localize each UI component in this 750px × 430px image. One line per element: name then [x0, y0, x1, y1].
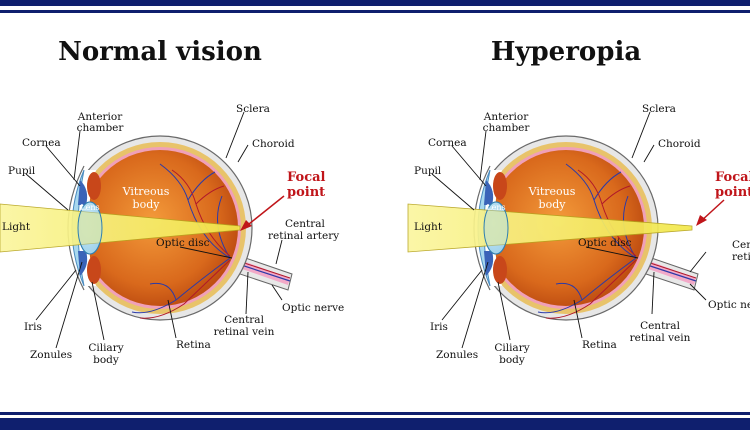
label-pupil: Pupil — [8, 165, 36, 177]
label-ciliary-2: body — [499, 354, 525, 366]
label-optic-disc: Optic disc — [156, 237, 210, 249]
focal-arrow — [243, 195, 285, 229]
label-central-artery-2: retinal artery — [268, 230, 339, 242]
label-central-artery-2: retinal artery — [732, 251, 750, 263]
label-zonules: Zonules — [30, 349, 72, 361]
label-vitreous-1: Vitreous — [528, 185, 576, 198]
light-beam — [0, 203, 241, 253]
label-zonules: Zonules — [436, 349, 478, 361]
label-light: Light — [2, 221, 31, 233]
panel-title: Normal vision — [58, 37, 262, 67]
label-retina: Retina — [176, 339, 211, 351]
label-choroid: Choroid — [252, 138, 295, 150]
label-central-vein-2: retinal vein — [214, 326, 275, 338]
label-choroid: Choroid — [658, 138, 701, 150]
label-cornea: Cornea — [22, 137, 61, 149]
label-optic-nerve: Optic nerve — [282, 302, 344, 314]
label-ciliary-2: body — [93, 354, 119, 366]
label-vitreous-2: body — [539, 198, 567, 211]
label-central-artery-1: Central — [285, 218, 326, 230]
frame-top-band — [0, 0, 750, 6]
label-lens: Lens — [80, 203, 99, 212]
label-central-vein-1: Central — [224, 314, 265, 326]
label-focal-1: Focal — [715, 170, 750, 185]
label-light: Light — [414, 221, 443, 233]
label-lens: Lens — [486, 203, 505, 212]
label-vitreous-2: body — [133, 198, 161, 211]
label-iris: Iris — [430, 321, 448, 333]
label-ciliary-1: Ciliary — [494, 342, 529, 354]
label-anterior-chamber-1: Anterior — [77, 111, 123, 123]
label-retina: Retina — [582, 339, 617, 351]
light-beam — [407, 203, 693, 253]
label-focal-2: point — [715, 185, 750, 200]
panel-normal-vision: Normal vision Anterior chamber Sclera Co… — [0, 37, 344, 366]
panel-title: Hyperopia — [491, 37, 641, 67]
label-focal-1: Focal — [287, 170, 326, 185]
label-central-vein-1: Central — [640, 320, 681, 332]
label-anterior-chamber-1: Anterior — [483, 111, 529, 123]
label-anterior-chamber-2: chamber — [77, 122, 125, 134]
panel-hyperopia: Hyperopia Anterior chamber Sclera Cornea… — [407, 37, 750, 366]
label-vitreous-1: Vitreous — [122, 185, 170, 198]
label-ciliary-1: Ciliary — [88, 342, 123, 354]
label-cornea: Cornea — [428, 137, 467, 149]
label-sclera: Sclera — [236, 103, 270, 115]
label-central-vein-2: retinal vein — [630, 332, 691, 344]
label-anterior-chamber-2: chamber — [483, 122, 531, 134]
label-focal-2: point — [287, 185, 325, 200]
label-pupil: Pupil — [414, 165, 442, 177]
label-optic-disc: Optic disc — [578, 237, 632, 249]
label-iris: Iris — [24, 321, 42, 333]
label-sclera: Sclera — [642, 103, 676, 115]
frame-top-stripe — [0, 10, 750, 13]
frame-bottom-band — [0, 418, 750, 430]
frame-bottom-stripe — [0, 412, 750, 415]
label-optic-nerve: Optic nerve — [708, 299, 750, 311]
label-central-artery-1: Central — [732, 239, 750, 251]
